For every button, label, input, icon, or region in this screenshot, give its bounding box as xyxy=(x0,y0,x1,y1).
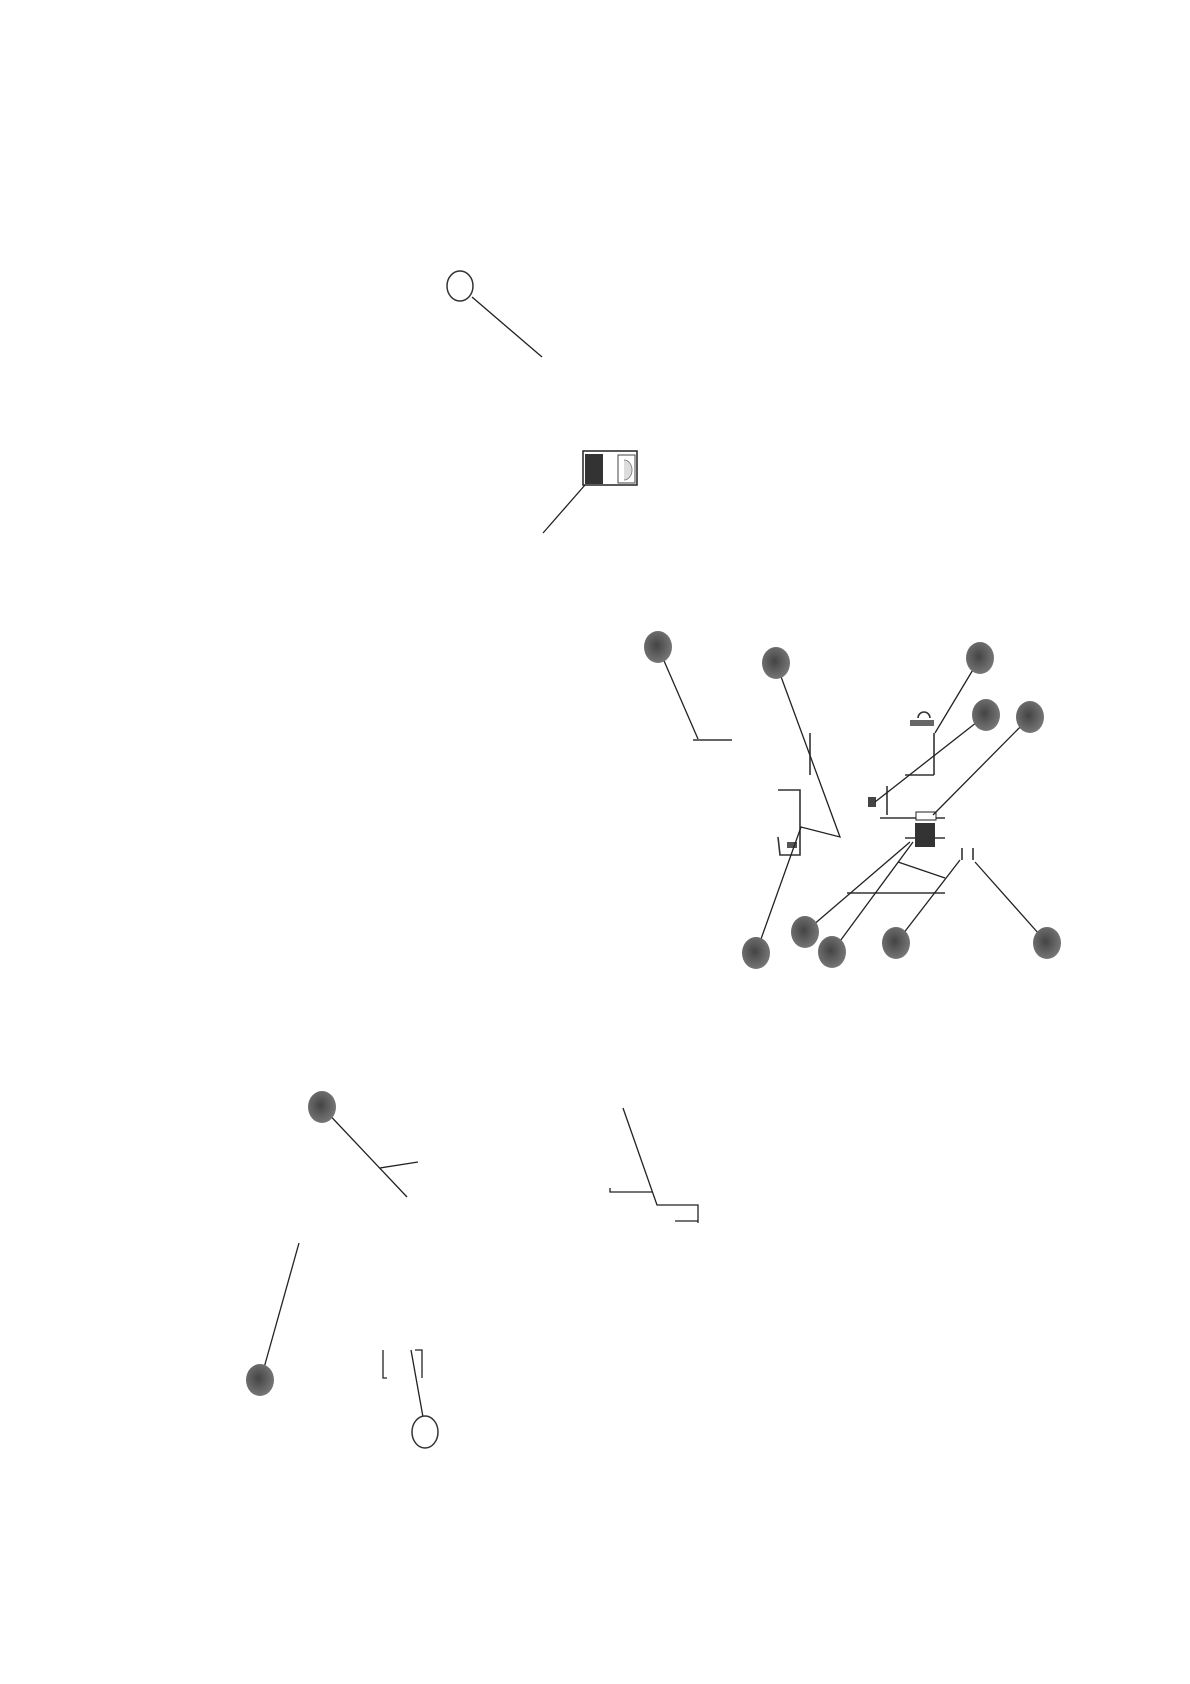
callout-7 xyxy=(791,841,911,948)
leader-line xyxy=(410,1349,424,1418)
callout-3 xyxy=(934,642,994,734)
leader-line xyxy=(895,859,961,944)
part-ledge xyxy=(609,1188,652,1193)
leader-line xyxy=(804,841,911,933)
part-outline xyxy=(622,1107,699,1223)
part-valve xyxy=(868,797,876,807)
bottom-right-part xyxy=(609,1107,699,1223)
part-flange xyxy=(915,811,937,821)
callout-5 xyxy=(932,701,1044,816)
callout-marker xyxy=(972,699,1000,731)
callout-8 xyxy=(818,841,914,968)
callout-marker xyxy=(742,937,770,969)
part-motor xyxy=(915,823,935,847)
callout-hollow-top xyxy=(446,270,543,358)
leader-line xyxy=(657,646,699,740)
callout-marker xyxy=(818,936,846,968)
callout-marker xyxy=(1016,701,1044,733)
leader-line xyxy=(932,716,1031,816)
part-hook xyxy=(917,711,931,719)
part-cap xyxy=(910,720,934,726)
callout-marker xyxy=(762,647,790,679)
callout-hollow-bottom xyxy=(382,1349,439,1449)
callout-12 xyxy=(246,1242,300,1396)
box-dark-cell xyxy=(585,454,603,484)
callout-marker xyxy=(246,1364,274,1396)
part-bracket xyxy=(777,789,801,856)
callout-9 xyxy=(882,859,961,959)
middle-assembly xyxy=(693,711,974,894)
callout-marker xyxy=(446,270,474,302)
callout-marker xyxy=(1033,927,1061,959)
leader-line xyxy=(471,296,543,358)
leader-line xyxy=(542,484,586,534)
callout-4 xyxy=(874,699,1000,803)
leader-line xyxy=(261,1242,300,1376)
leader-line xyxy=(755,662,842,954)
callout-marker xyxy=(791,916,819,948)
callout-marker xyxy=(882,927,910,959)
part-bracket-right xyxy=(415,1349,423,1378)
part-edge xyxy=(379,1161,419,1169)
leader-line xyxy=(831,841,914,953)
callout-marker xyxy=(966,642,994,674)
box-component xyxy=(542,450,638,534)
callout-10 xyxy=(974,861,1061,959)
leader-line xyxy=(974,861,1048,944)
lens-icon xyxy=(623,459,633,481)
callout-marker xyxy=(644,631,672,663)
leader-line xyxy=(321,1106,408,1198)
callout-1 xyxy=(644,631,699,740)
leader-line xyxy=(874,714,987,803)
callout-marker xyxy=(411,1415,439,1449)
part-brace xyxy=(897,861,946,879)
callout-marker xyxy=(308,1091,336,1123)
callout-11 xyxy=(308,1091,419,1198)
part-clip xyxy=(787,842,797,848)
part-bracket-left xyxy=(382,1350,387,1379)
callout-2 xyxy=(742,647,842,969)
